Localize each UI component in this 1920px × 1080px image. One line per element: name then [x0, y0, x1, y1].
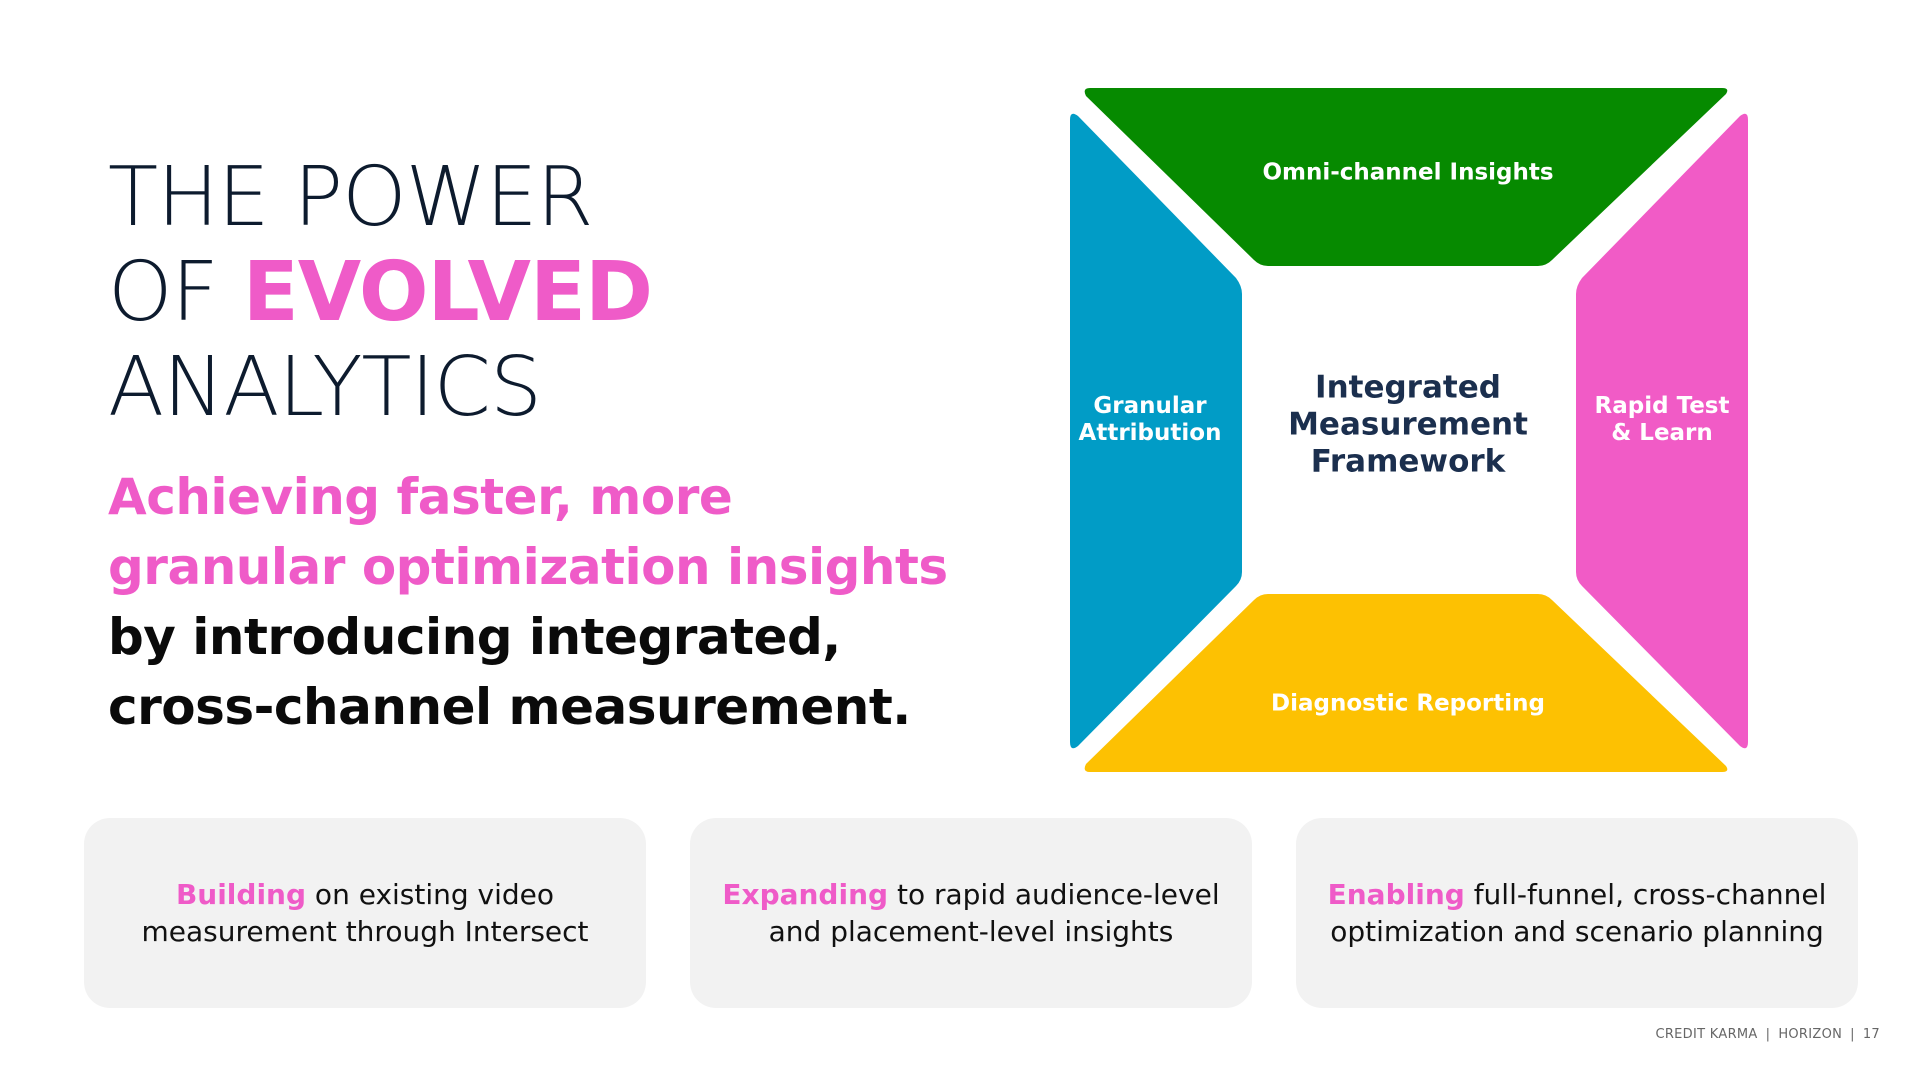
footer-separator: |	[1765, 1027, 1771, 1042]
page-title: THE POWER OF EVOLVED ANALYTICS	[108, 150, 653, 435]
footer-section: HORIZON	[1778, 1027, 1843, 1042]
framework-top-segment	[1084, 88, 1728, 266]
slide-footer: CREDIT KARMA | HORIZON | 17	[1655, 1027, 1880, 1042]
framework-right-label-line-1: Rapid Test	[1594, 393, 1730, 419]
card-keyword: Expanding	[722, 878, 889, 911]
title-line-1: THE POWER	[108, 150, 593, 245]
framework-top-label: Omni-channel Insights	[1262, 159, 1554, 186]
card-expanding: Expanding to rapid audience-level and pl…	[690, 818, 1252, 1008]
card-keyword: Building	[175, 878, 307, 911]
framework-left-segment	[1070, 113, 1242, 749]
card-text: measurement through Intersect	[141, 915, 589, 948]
title-line-2-prefix: OF	[108, 245, 243, 340]
framework-right-label-line-2: & Learn	[1611, 420, 1713, 446]
measurement-framework-diagram: Omni-channel Insights Granular Attributi…	[1050, 80, 1750, 780]
subtitle: Achieving faster, more granular optimiza…	[108, 462, 958, 742]
title-line-2: OF EVOLVED	[108, 245, 653, 340]
framework-center-line-2: Measurement	[1288, 406, 1528, 443]
footer-brand: CREDIT KARMA	[1655, 1027, 1758, 1042]
subtitle-pink-line-1: Achieving faster, more	[108, 468, 733, 526]
card-text: on existing video	[306, 878, 555, 911]
framework-left-label: Granular Attribution	[1079, 393, 1222, 447]
card-text: optimization and scenario planning	[1330, 915, 1824, 948]
framework-left-label-line-2: Attribution	[1078, 420, 1222, 446]
card-building: Building on existing video measurement t…	[84, 818, 646, 1008]
framework-bottom-label: Diagnostic Reporting	[1271, 690, 1545, 717]
subtitle-dark-line-1: by introducing integrated,	[108, 608, 841, 666]
framework-right-segment	[1576, 113, 1748, 749]
framework-left-label-line-1: Granular	[1093, 393, 1207, 419]
framework-bottom-segment	[1084, 594, 1728, 772]
framework-center-label: Integrated Measurement Framework	[1288, 370, 1528, 481]
card-text: to rapid audience-level	[888, 878, 1220, 911]
framework-shapes	[1070, 88, 1748, 772]
framework-center-line-1: Integrated	[1315, 369, 1501, 406]
footer-separator: |	[1850, 1027, 1855, 1042]
subtitle-dark-line-2: cross-channel measurement.	[108, 678, 911, 736]
title-accent-word: EVOLVED	[242, 245, 653, 340]
title-line-3: ANALYTICS	[108, 340, 542, 435]
card-text: full-funnel, cross-channel	[1464, 878, 1827, 911]
card-enabling: Enabling full-funnel, cross-channel opti…	[1296, 818, 1858, 1008]
card-keyword: Enabling	[1327, 878, 1465, 911]
framework-center-line-3: Framework	[1310, 443, 1506, 480]
card-text: and placement-level insights	[768, 915, 1174, 948]
subtitle-pink-line-2: granular optimization insights	[108, 538, 948, 596]
framework-right-label: Rapid Test & Learn	[1595, 393, 1730, 447]
page-number: 17	[1862, 1027, 1880, 1042]
